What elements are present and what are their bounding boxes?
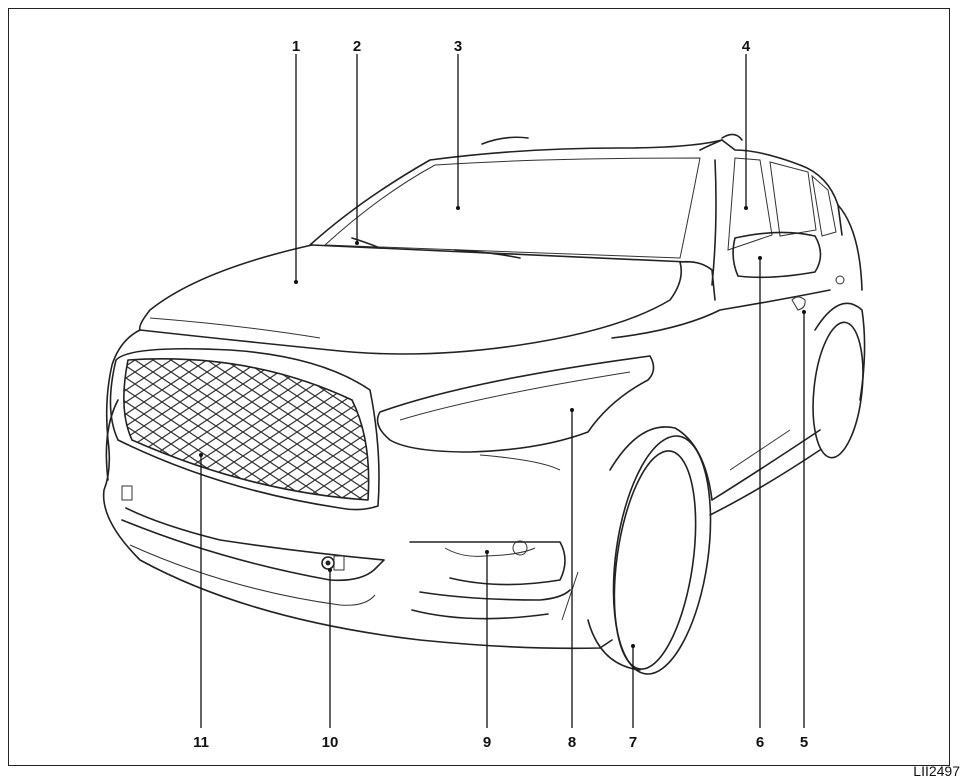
callout-7: 7 — [629, 734, 637, 751]
callout-4: 4 — [742, 38, 751, 55]
callout-3: 3 — [454, 38, 462, 55]
callout-leaders — [199, 54, 806, 728]
callout-1: 1 — [292, 38, 300, 55]
callout-6: 6 — [756, 734, 764, 751]
car-body — [102, 133, 866, 675]
callout-9: 9 — [483, 734, 491, 751]
callout-labels: 1 2 3 4 5 6 7 8 9 10 11 — [193, 38, 808, 751]
callout-5: 5 — [800, 734, 808, 751]
callout-2: 2 — [353, 38, 361, 55]
figure-code: LII2497 — [913, 763, 960, 779]
callout-11: 11 — [193, 734, 209, 751]
callout-10: 10 — [322, 734, 339, 751]
callout-8: 8 — [568, 734, 576, 751]
figure-frame — [8, 8, 950, 766]
